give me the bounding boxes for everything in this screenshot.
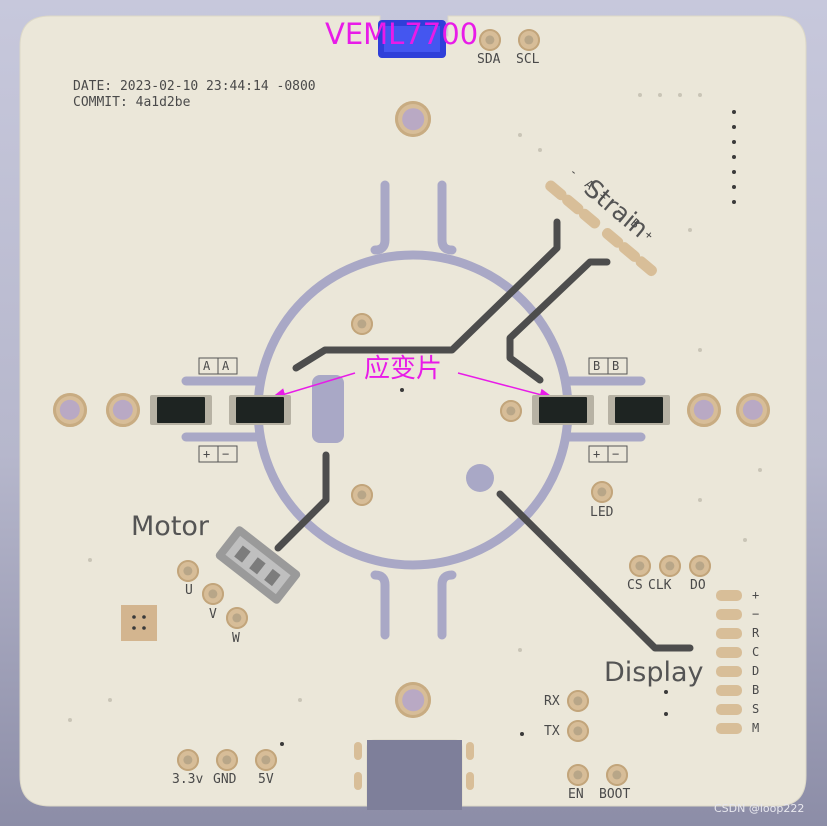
- header-pin-label: D: [752, 664, 760, 678]
- pad-clk[interactable]: [659, 555, 681, 577]
- inner-pad: [351, 484, 373, 506]
- mounting-hole-icon: [106, 393, 140, 427]
- pad-boot[interactable]: [606, 764, 628, 786]
- gauge-label: −: [612, 447, 620, 461]
- gauge-label: −: [222, 447, 230, 461]
- display-header-pads: [716, 590, 742, 734]
- motor-pad-label: U: [185, 583, 193, 598]
- build-commit: COMMIT: 4a1d2be: [73, 95, 191, 110]
- gauge-label: A: [203, 359, 211, 373]
- motor-connector-icon: [215, 526, 301, 604]
- pad-en[interactable]: [567, 764, 589, 786]
- pad-label-sda: SDA: [477, 52, 501, 67]
- mounting-hole-icon: [395, 682, 431, 718]
- strain-pads: [545, 180, 657, 277]
- header-pin-label: C: [752, 645, 760, 659]
- led-label: LED: [590, 505, 614, 520]
- power-label: GND: [213, 772, 237, 787]
- mounting-hole-icon: [687, 393, 721, 427]
- gauge-label: B: [612, 359, 620, 373]
- boot-label-boot: BOOT: [599, 787, 631, 802]
- motor-title: Motor: [131, 511, 210, 542]
- pad-rx[interactable]: [567, 690, 589, 712]
- pad-v[interactable]: [202, 583, 224, 605]
- sensor-label: VEML7700: [325, 17, 479, 51]
- annotation-arrow-icon: [270, 372, 356, 400]
- strain-gauge-icon: [229, 395, 291, 425]
- strain-gauge-icon: [532, 395, 594, 425]
- motor-pad-label: V: [209, 607, 217, 622]
- header-pin-label: +: [752, 588, 760, 602]
- gauge-label: +: [203, 447, 211, 461]
- usb-c-port-icon: [367, 740, 462, 810]
- pad-gnd[interactable]: [216, 749, 238, 771]
- mounting-hole-icon: [736, 393, 770, 427]
- pad-3v3[interactable]: [177, 749, 199, 771]
- pad-u[interactable]: [177, 560, 199, 582]
- display-pad-label: DO: [690, 578, 706, 593]
- display-title: Display: [604, 657, 704, 688]
- pad-sda[interactable]: [479, 29, 501, 51]
- boot-label-en: EN: [568, 787, 584, 802]
- pad-w[interactable]: [226, 607, 248, 629]
- pad-cs[interactable]: [629, 555, 651, 577]
- uart-label-tx: TX: [544, 724, 560, 739]
- header-pin-label: M: [752, 721, 760, 735]
- pad-5v[interactable]: [255, 749, 277, 771]
- gauge-annotation: 应变片: [364, 354, 443, 384]
- header-pin-label: R: [752, 626, 760, 640]
- inner-pad: [500, 400, 522, 422]
- pad-label-scl: SCL: [516, 52, 540, 67]
- mounting-hole-icon: [53, 393, 87, 427]
- strain-gauge-icon: [150, 395, 212, 425]
- gauge-label: B: [593, 359, 601, 373]
- annotation-arrow-icon: [457, 372, 555, 401]
- uart-label-rx: RX: [544, 694, 560, 709]
- power-label: 5V: [258, 772, 274, 787]
- header-pin-label: −: [752, 607, 760, 621]
- display-pad-label: CS: [627, 578, 643, 593]
- pad-do[interactable]: [689, 555, 711, 577]
- display-pad-label: CLK: [648, 578, 672, 593]
- strain-gauge-icon: [608, 395, 670, 425]
- pad-tx[interactable]: [567, 720, 589, 742]
- watermark: CSDN @loop222: [714, 802, 805, 815]
- mounting-hole-icon: [395, 101, 431, 137]
- center-slot-circle: [466, 464, 494, 492]
- pad-led[interactable]: [591, 481, 613, 503]
- build-date: DATE: 2023-02-10 23:44:14 -0800: [73, 79, 316, 94]
- header-pin-label: S: [752, 702, 760, 716]
- gauge-label: +: [593, 447, 601, 461]
- inner-pad: [351, 313, 373, 335]
- power-label: 3.3v: [172, 772, 204, 787]
- pad-scl[interactable]: [518, 29, 540, 51]
- copper-traces: [274, 218, 694, 652]
- header-pin-label: B: [752, 683, 760, 697]
- gauge-label: A: [222, 359, 230, 373]
- motor-pad-label: W: [232, 631, 240, 646]
